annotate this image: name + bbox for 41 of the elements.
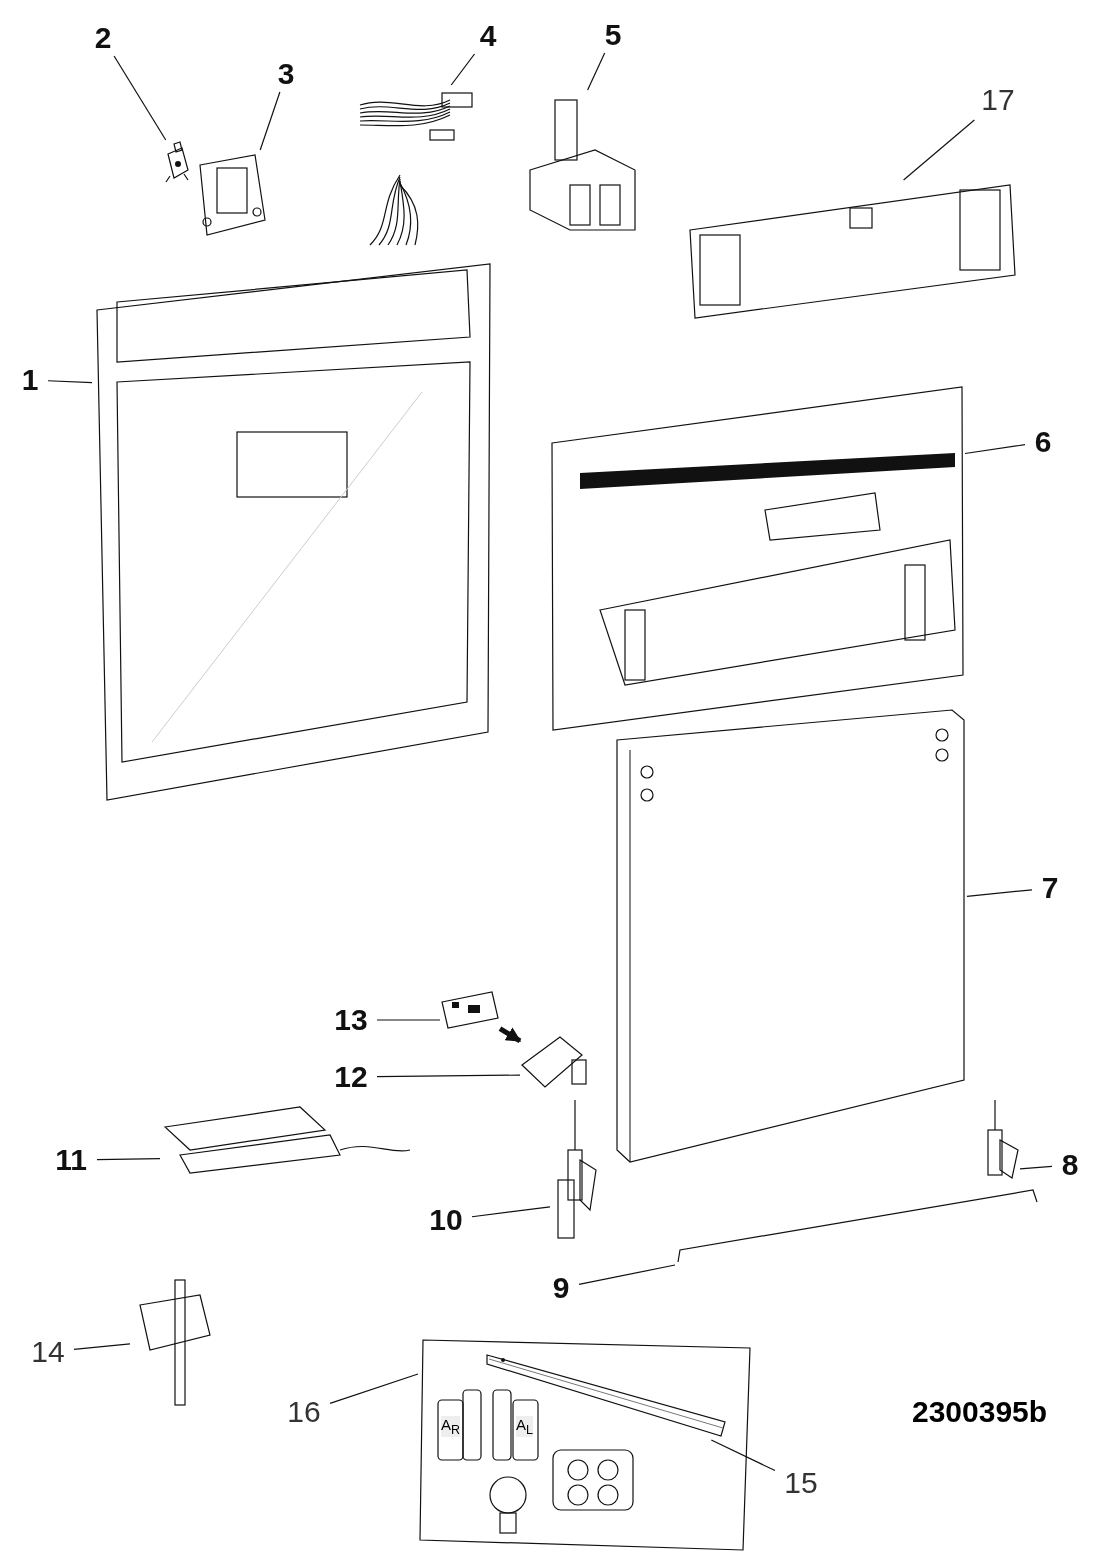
hinge-marking: A$_{R}$ <box>441 1416 461 1437</box>
leader-line <box>47 380 93 384</box>
callout-number: 11 <box>45 1140 97 1180</box>
callout-number: 10 <box>420 1200 472 1240</box>
leader-line <box>450 53 476 86</box>
callout-number: 5 <box>595 17 631 53</box>
leader-line <box>73 1343 131 1351</box>
hinge-marking: A$_{L}$ <box>516 1416 533 1437</box>
callout-number: 13 <box>325 1000 377 1040</box>
arrow <box>498 1026 522 1043</box>
leader-line <box>259 91 281 151</box>
drawing-number: 2300395b <box>912 1395 1048 1429</box>
callout-number: 4 <box>470 18 506 54</box>
sticker-drawing <box>440 990 500 1030</box>
callout-number: 16 <box>278 1392 330 1432</box>
leader-line <box>329 1373 419 1404</box>
module-drawing <box>520 1035 590 1090</box>
leader-line <box>903 119 975 181</box>
leader-line <box>376 1019 441 1021</box>
callout-number: 3 <box>268 56 304 92</box>
leader-line <box>471 1206 551 1218</box>
callout-number: 15 <box>775 1463 827 1503</box>
leader-line <box>113 55 167 141</box>
leader-line <box>578 1264 676 1285</box>
leader-line <box>1019 1165 1053 1170</box>
callout-number: 14 <box>22 1332 74 1372</box>
leader-line <box>964 444 1026 455</box>
leader-line <box>376 1074 521 1078</box>
callout-number: 6 <box>1025 422 1061 462</box>
callout-number: 8 <box>1052 1145 1088 1185</box>
leader-line <box>587 52 606 91</box>
callout-number: 9 <box>543 1268 579 1308</box>
leader-line <box>966 889 1033 897</box>
callout-number: 1 <box>12 360 48 400</box>
leader-line <box>96 1158 161 1161</box>
kit-panel-drawing <box>550 385 965 730</box>
leader-line <box>710 1439 776 1472</box>
callout-number: 7 <box>1032 868 1068 908</box>
callout-number: 17 <box>970 80 1026 120</box>
callout-number: 12 <box>325 1057 377 1097</box>
callout-number: 2 <box>85 20 121 56</box>
